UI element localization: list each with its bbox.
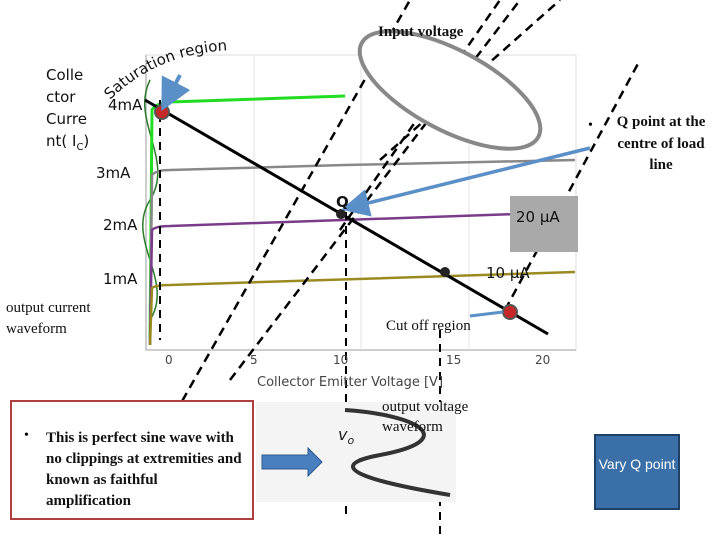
q-note-bullet: • [588,118,593,133]
saturation-arrow [161,74,191,112]
x-tick-20: 20 [535,353,550,367]
ic-4mA-label: 4mA [108,96,143,114]
faithful-amplification-note: • This is perfect sine wave with no clip… [10,400,254,520]
q-point-label: Q [336,193,349,211]
curve-2mA [148,210,576,346]
curve-1mA [148,270,576,346]
box-to-vo-arrow [261,446,323,478]
ib-20uA-box: 20 µA [510,196,578,252]
note-text: This is perfect sine wave with no clippi… [46,430,242,509]
ic-3mA-label: 3mA [96,164,131,182]
ic-2mA-label: 2mA [103,216,138,234]
output-current-label: output current waveform [6,300,91,337]
cut-off-region-label: Cut off region [386,318,471,334]
ic-1mA-label: 1mA [103,270,138,288]
vary-q-point-button[interactable]: Vary Q point [594,434,680,510]
saturation-region-label: Saturation region [100,36,227,103]
q-point-arrow [341,146,591,217]
cutoff-point [502,304,518,320]
x-tick-0: 0 [165,353,173,367]
curve-4mA [148,94,346,341]
output-voltage-label: output voltage waveform [382,399,469,435]
x-tick-5: 5 [250,353,258,367]
x-tick-15: 15 [446,353,461,367]
q-note-text: Q point at the centre of load line [616,114,706,173]
cutoff-arrow [469,310,504,318]
x-tick-10: 10 [333,353,348,367]
q-point-note: • Q point at the centre of load line [588,110,710,202]
saturation-point [154,104,170,120]
vo-label: vo [338,425,354,447]
output-voltage-waveform [256,402,456,502]
note-bullet: • [24,428,29,443]
ib-10uA-label: 10 µA [486,264,530,282]
input-voltage-label: Input voltage [378,24,464,40]
collector-current-label: Colle ctor Curre nt( IC) [46,66,90,153]
input-voltage-ellipse [357,29,543,151]
x-axis-title: Collector Emitter Voltage [V] [257,375,443,390]
ib-10-point [440,267,450,277]
